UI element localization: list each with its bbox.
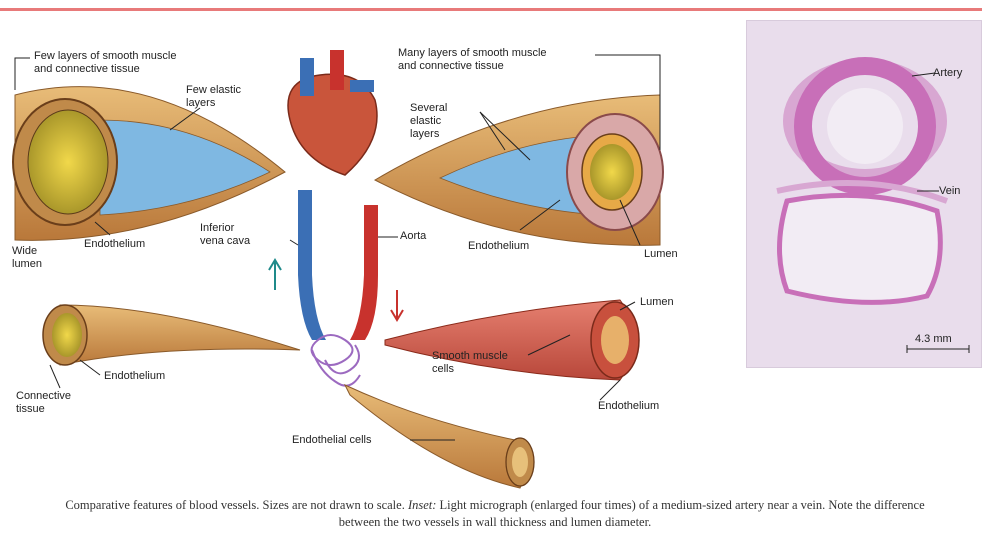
micrograph-scale-bar: 4.3 mm — [915, 333, 952, 345]
aorta — [364, 205, 378, 275]
inferior-vena-cava — [298, 190, 312, 275]
label-endothelium-vein: Endothelium — [84, 238, 145, 251]
micrograph-inset: Artery Vein 4.3 mm — [746, 20, 982, 368]
label-smooth-muscle-cells: Smooth muscle cells — [432, 350, 508, 376]
caption-lead: Comparative features of blood vessels. S… — [65, 498, 408, 512]
label-several-elastic-layers: Several elastic layers — [410, 102, 447, 141]
label-endothelium-arteriole: Endothelium — [598, 400, 659, 413]
label-wide-lumen: Wide lumen — [12, 245, 42, 271]
label-few-elastic-layers: Few elastic layers — [186, 84, 241, 110]
label-inferior-vena-cava: Inferior vena cava — [200, 222, 250, 248]
label-lumen-arteriole: Lumen — [640, 296, 674, 309]
venule-vessel — [43, 305, 300, 365]
label-many-layers: Many layers of smooth muscle and connect… — [398, 47, 547, 73]
capillary-vessel — [345, 385, 534, 488]
label-aorta: Aorta — [400, 230, 426, 243]
figure-caption: Comparative features of blood vessels. S… — [60, 497, 930, 531]
up-arrow-icon — [269, 260, 281, 290]
label-lumen-artery: Lumen — [644, 248, 678, 261]
caption-inset-word: Inset: — [408, 498, 436, 512]
arteriole-vessel — [385, 300, 639, 380]
heart-illustration — [288, 50, 377, 175]
label-endothelium-artery: Endothelium — [468, 240, 529, 253]
label-few-layers: Few layers of smooth muscle and connecti… — [34, 50, 176, 76]
down-arrow-icon — [391, 290, 403, 320]
label-endothelium-venule: Endothelium — [104, 370, 165, 383]
label-endothelial-cells: Endothelial cells — [292, 434, 372, 447]
micrograph-label-vein: Vein — [939, 185, 960, 197]
vein-cross-section — [13, 87, 285, 241]
micrograph-label-artery: Artery — [933, 67, 962, 79]
capillary-network — [312, 335, 361, 386]
label-connective-tissue: Connective tissue — [16, 390, 71, 416]
